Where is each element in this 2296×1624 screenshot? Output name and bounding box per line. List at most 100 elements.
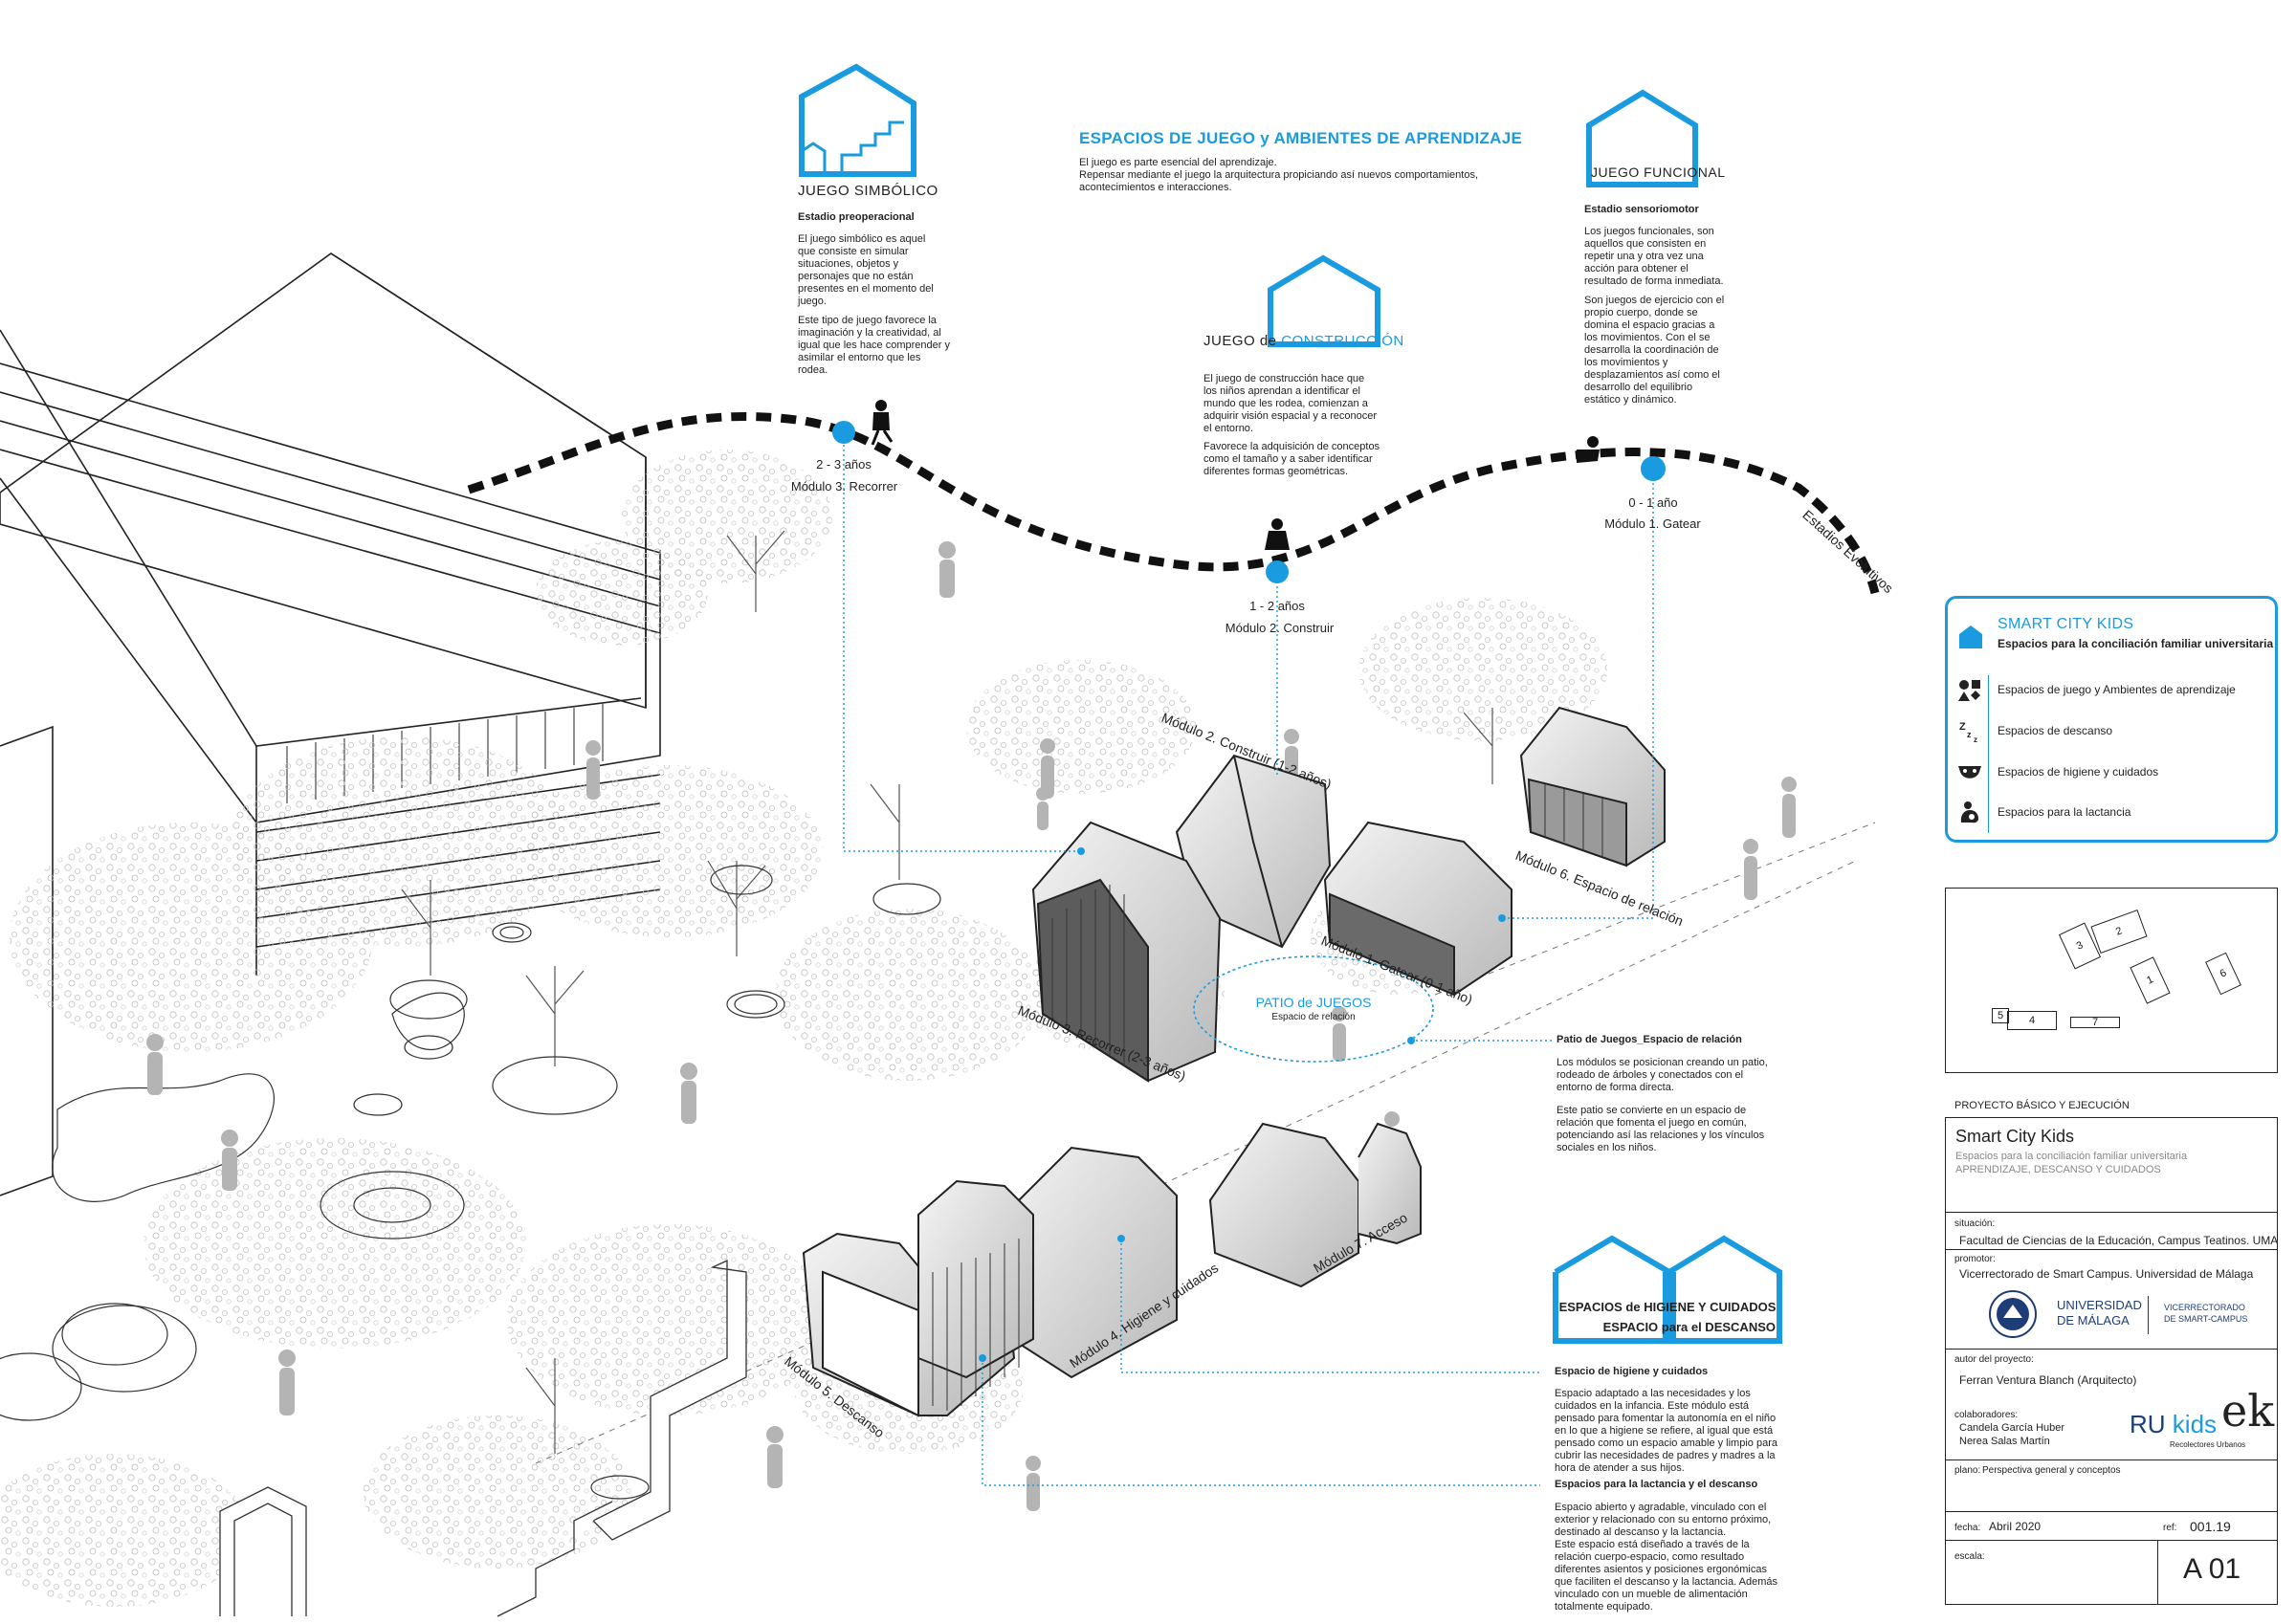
fecha-label: fecha: [1954, 1523, 1981, 1533]
project-name: Smart City Kids [1955, 1127, 2075, 1146]
tb-divider-2 [1945, 1349, 2278, 1350]
stage-age-2: 1 - 2 años [1249, 599, 1305, 613]
stair-structure [219, 1259, 747, 1617]
recolectores-text: Recolectores Urbanos [2170, 1440, 2246, 1449]
construction-title-a: JUEGO de [1203, 333, 1277, 349]
vice-name-b: DE SMART-CAMPUS [2164, 1314, 2248, 1324]
patio-subtitle: Espacio de relación [1271, 1012, 1356, 1022]
legend-panel: SMART CITY KIDS Espacios para la concili… [1945, 596, 2278, 843]
construction-text-2: Favorece la adquisición de conceptos com… [1203, 441, 1380, 477]
hygiene-text-3: Este espacio está diseñado a través de l… [1555, 1539, 1777, 1613]
stage-module-1: Módulo 1. Gatear [1604, 516, 1701, 531]
faculty-building [0, 252, 661, 1196]
promotor-label: promotor: [1954, 1254, 1996, 1264]
tb-divider-5 [1945, 1540, 2278, 1541]
house-icon-hygiene [1553, 1235, 1782, 1344]
header-title: ESPACIOS DE JUEGO y AMBIENTES DE APRENDI… [1079, 129, 1523, 147]
ru-text: RU [2130, 1410, 2166, 1438]
header-text-1: El juego es parte esencial del aprendiza… [1079, 157, 1277, 168]
ek-logo: ek [2221, 1385, 2275, 1437]
sleep-icon: Z z z [1959, 721, 1977, 743]
functional-text-2: Son juegos de ejercicio con el propio cu… [1584, 295, 1725, 406]
legend-item-nursing: Espacios para la lactancia [1998, 805, 2131, 819]
shapes-icon [1958, 680, 1980, 701]
hygiene-text-1: Espacio adaptado a las necesidades y los… [1555, 1388, 1777, 1474]
kids-text: kids [2172, 1410, 2218, 1438]
patio-heading: Patio de Juegos_Espacio de relación [1556, 1034, 1742, 1045]
construction-title-b: CONSTRUCCIÓN [1281, 333, 1404, 349]
legend-title: SMART CITY KIDS [1998, 616, 2134, 632]
legend-subtitle: Espacios para la conciliación familiar u… [1998, 637, 2274, 650]
uni-name-b: DE MÁLAGA [2057, 1313, 2130, 1328]
project-line-2: APRENDIZAJE, DESCANSO Y CUIDADOS [1955, 1164, 2161, 1175]
stage-module-3: Módulo 3. Recorrer [790, 479, 898, 494]
patio-title: PATIO de JUEGOS [1255, 995, 1372, 1010]
tree-rings [0, 865, 941, 1500]
plan-module-1: 1 [2130, 956, 2171, 1004]
hygiene-heading-1: Espacio de higiene y cuidados [1555, 1366, 1709, 1377]
svg-text:z: z [1974, 735, 1977, 743]
plano-label: plano: [1954, 1465, 1981, 1476]
ref-label: ref: [2163, 1523, 2177, 1533]
uni-name-a: UNIVERSIDAD [2057, 1298, 2142, 1312]
legend-item-rest: Espacios de descanso [1998, 724, 2113, 737]
sheet-number: A 01 [2183, 1553, 2241, 1585]
house-icon-construction [1268, 254, 1380, 347]
stage-module-2: Módulo 2. Construir [1225, 621, 1335, 635]
hygiene-title-b: ESPACIO para el DESCANSO [1602, 1320, 1776, 1334]
project-type: PROYECTO BÁSICO Y EJECUCIÓN [1954, 1100, 2130, 1111]
house-icon-functional [1586, 89, 1698, 187]
module-fins [932, 784, 1603, 1411]
symbolic-text-2: Este tipo de juego favorece la imaginaci… [798, 315, 950, 376]
colab-label: colaboradores: [1954, 1410, 2019, 1420]
house-legend-icon [1959, 625, 1982, 648]
diaper-icon [1958, 766, 1981, 779]
tb-divider-3 [1945, 1459, 2278, 1460]
legend-item-hygiene: Espacios de higiene y cuidados [1998, 765, 2159, 779]
patio-text-2: Este patio se convierte en un espacio de… [1556, 1105, 1765, 1153]
child-figures [871, 400, 1600, 550]
plan-module-6: 6 [2205, 952, 2241, 996]
svg-text:z: z [1967, 730, 1972, 739]
functional-title: JUEGO FUNCIONAL [1591, 165, 1726, 180]
tb-divider-4 [1945, 1511, 2278, 1512]
autor-value: Ferran Ventura Blanch (Arquitecto) [1959, 1373, 2137, 1387]
construction-title: JUEGO de CONSTRUCCIÓN [1203, 333, 1404, 349]
functional-text-1: Los juegos funcionales, son aquellos que… [1584, 226, 1724, 287]
tb-divider-6 [2157, 1540, 2158, 1605]
fecha-value: Abril 2020 [1989, 1520, 2042, 1533]
tb-divider-1 [1945, 1249, 2278, 1250]
colab-2: Nerea Salas Martín [1959, 1436, 2050, 1447]
uni-divider [2148, 1296, 2149, 1334]
plan-module-4: 4 [2007, 1011, 2057, 1030]
plan-module-7: 7 [2070, 1017, 2120, 1028]
rukids-logo: RU kids [2130, 1410, 2217, 1439]
situacion-value: Facultad de Ciencias de la Educación, Ca… [1959, 1234, 2279, 1247]
plano-value: Perspectiva general y conceptos [1982, 1465, 2121, 1476]
house-icon-symbolic [799, 63, 916, 177]
construction-text-1: El juego de construcción hace que los ni… [1203, 373, 1377, 434]
header-text-2: Repensar mediante el juego la arquitectu… [1079, 169, 1479, 193]
titleblock-frame [1945, 1213, 2278, 1605]
escala-label: escala: [1954, 1551, 1985, 1562]
functional-stage: Estadio sensoriomotor [1584, 204, 1699, 215]
hygiene-heading-2: Espacios para la lactancia y el descanso [1555, 1479, 1758, 1490]
timeline-dots [832, 421, 1666, 1362]
tree-canopies [0, 450, 1607, 1607]
plan-module-2: 2 [2090, 910, 2148, 954]
hygiene-text-2: Espacio abierto y agradable, vinculado c… [1555, 1502, 1772, 1538]
symbolic-text-1: El juego simbólico es aquel que consiste… [798, 233, 934, 307]
patio-text-1: Los módulos se posicionan creando un pat… [1556, 1057, 1768, 1093]
project-name-box: Smart City Kids Espacios para la concili… [1945, 1117, 2278, 1213]
plan-module-5: 5 [1992, 1008, 2009, 1023]
promotor-value: Vicerrectorado de Smart Campus. Universi… [1959, 1267, 2254, 1281]
project-line-1: Espacios para la conciliación familiar u… [1955, 1151, 2188, 1162]
autor-label: autor del proyecto: [1954, 1354, 2034, 1365]
vice-name-a: VICERRECTORADO [2164, 1303, 2245, 1312]
stage-age-1: 0 - 1 año [1628, 495, 1678, 510]
stage-age-3: 2 - 3 años [816, 457, 872, 472]
nursing-icon [1960, 801, 1978, 823]
svg-text:Z: Z [1959, 721, 1966, 733]
